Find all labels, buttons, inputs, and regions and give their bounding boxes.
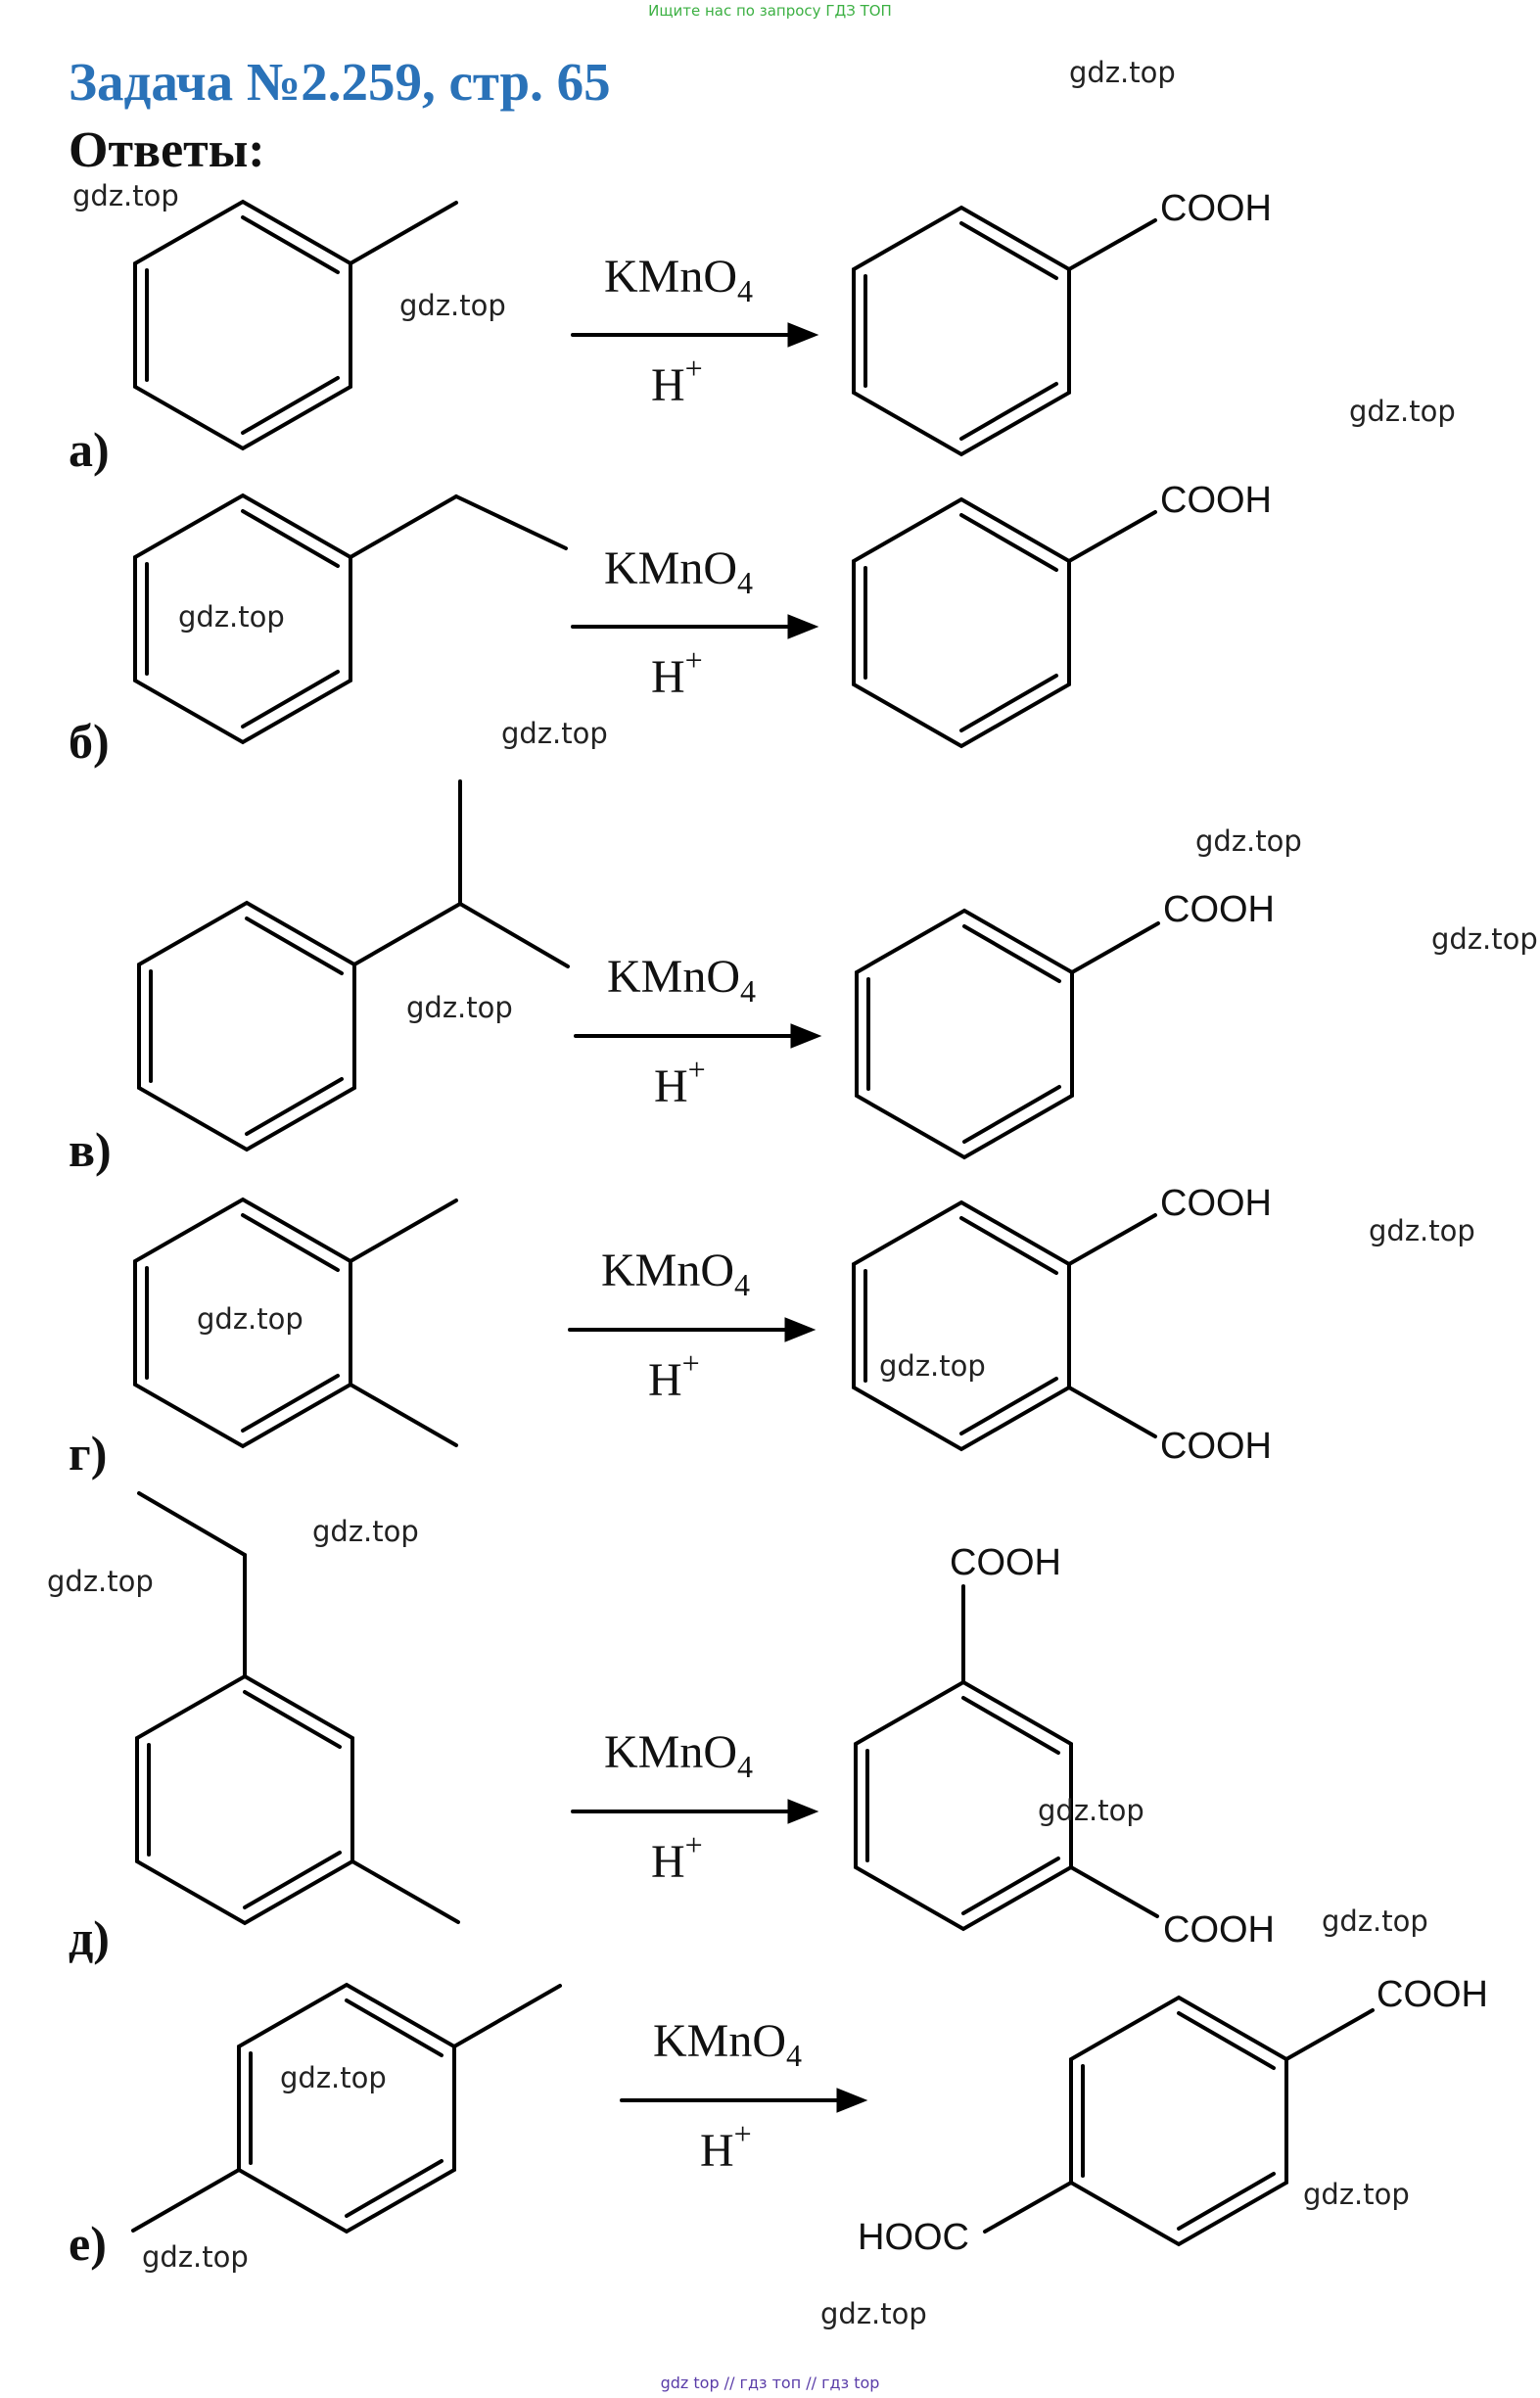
- reagent-kmno4-c: KMnO4: [607, 951, 757, 1009]
- cooh-group-d2: COOH: [1160, 1426, 1272, 1467]
- footer-links[interactable]: gdz top // гдз топ // гдз top: [660, 2374, 880, 2392]
- watermark: gdz.top: [879, 1349, 986, 1383]
- label-e: д): [69, 1910, 110, 1965]
- reaction-arrow-a: [571, 322, 819, 348]
- catalyst-h-c: H+: [654, 1052, 706, 1112]
- hooc-group-f2: HOOC: [858, 2217, 969, 2258]
- product-isophthalic-acid: [854, 1584, 1159, 1932]
- watermark: gdz.top: [406, 991, 513, 1024]
- label-c: в): [69, 1122, 112, 1177]
- product-benzoic-acid-c: [855, 908, 1160, 1160]
- cooh-group-a: COOH: [1160, 188, 1272, 229]
- reaction-arrow-e: [571, 1799, 819, 1824]
- watermark: gdz.top: [501, 717, 608, 750]
- reagent-kmno4-d: KMnO4: [601, 1245, 751, 1302]
- watermark: gdz.top: [399, 289, 506, 322]
- reaction-arrow-c: [574, 1023, 822, 1049]
- product-benzoic-acid-b: [852, 496, 1157, 749]
- top-link[interactable]: Ищите нас по запросу ГДЗ ТОП: [648, 2, 892, 20]
- cooh-group-f1: COOH: [1377, 1974, 1488, 2015]
- cooh-group-e2: COOH: [1163, 1909, 1275, 1951]
- watermark: gdz.top: [72, 179, 179, 212]
- reaction-arrow-b: [571, 614, 819, 639]
- answers-heading: Ответы:: [69, 122, 265, 178]
- watermark: gdz.top: [47, 1565, 154, 1598]
- watermark: gdz.top: [1369, 1214, 1475, 1247]
- watermark: gdz.top: [820, 2297, 927, 2330]
- product-benzoic-acid-a: [852, 205, 1157, 457]
- watermark: gdz.top: [178, 600, 285, 634]
- reactant-p-xylene: [131, 1982, 562, 2234]
- watermark: gdz.top: [1195, 824, 1302, 858]
- watermark: gdz.top: [1322, 1904, 1428, 1938]
- cooh-group-c: COOH: [1163, 889, 1275, 930]
- page-title: Задача №2.259, стр. 65: [69, 52, 611, 112]
- catalyst-h-a: H+: [651, 351, 703, 411]
- label-f: е): [69, 2216, 107, 2271]
- reactant-o-xylene: [133, 1197, 458, 1449]
- catalyst-h-d: H+: [648, 1345, 700, 1406]
- label-a: а): [69, 422, 110, 477]
- reagent-kmno4-b: KMnO4: [604, 542, 754, 600]
- watermark: gdz.top: [1038, 1794, 1144, 1827]
- catalyst-h-e: H+: [651, 1827, 703, 1888]
- reactant-cumene: [137, 779, 570, 1152]
- watermark: gdz.top: [1431, 922, 1538, 956]
- watermark: gdz.top: [312, 1515, 419, 1548]
- reaction-arrow-d: [568, 1317, 817, 1342]
- catalyst-h-f: H+: [700, 2116, 752, 2177]
- catalyst-h-b: H+: [651, 642, 703, 703]
- watermark: gdz.top: [1349, 395, 1456, 428]
- cooh-group-d1: COOH: [1160, 1183, 1272, 1224]
- watermark: gdz.top: [280, 2061, 387, 2094]
- reagent-kmno4-f: KMnO4: [653, 2015, 803, 2073]
- cooh-group-b: COOH: [1160, 480, 1272, 521]
- reagent-kmno4-a: KMnO4: [604, 251, 754, 308]
- product-terephthalic-acid: [983, 1995, 1375, 2247]
- reagent-kmno4-e: KMnO4: [604, 1726, 754, 1784]
- reactant-ethylbenzene: [133, 493, 568, 745]
- watermark: gdz.top: [1069, 56, 1176, 89]
- reactant-m-ethyltoluene: [135, 1491, 460, 1926]
- label-b: б): [69, 714, 110, 769]
- watermark: gdz.top: [142, 2240, 249, 2274]
- label-d: г): [69, 1426, 108, 1481]
- reaction-arrow-f: [620, 2088, 868, 2113]
- reactant-toluene: [133, 199, 458, 451]
- product-phthalic-acid: [852, 1199, 1157, 1452]
- watermark: gdz.top: [197, 1302, 303, 1336]
- watermark: gdz.top: [1303, 2178, 1410, 2211]
- cooh-group-e1: COOH: [950, 1542, 1061, 1583]
